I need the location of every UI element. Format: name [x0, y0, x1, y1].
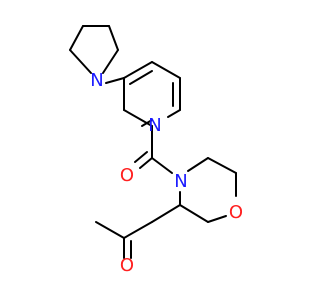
bond: [151, 204, 181, 223]
bond: [151, 157, 173, 174]
bond: [123, 221, 153, 239]
atom-o-morpholine: O: [229, 202, 243, 223]
bond: [69, 49, 92, 74]
morpholine-ring: [179, 157, 237, 223]
atom-n-morpholine: N: [174, 171, 187, 192]
pyrrolidine-ring: [69, 25, 119, 74]
structure-diagram: N N O N O O: [0, 0, 300, 300]
atom-labels: N N O N O O: [90, 70, 243, 276]
molecule-canvas: N N O N O O: [0, 0, 300, 300]
propanone-chain: [95, 204, 181, 259]
bond: [151, 61, 181, 79]
bond: [207, 157, 237, 174]
bond: [123, 109, 153, 127]
bond: [108, 25, 119, 51]
atom-o-carbonyl: O: [120, 165, 134, 186]
bond: [102, 49, 119, 74]
atom-n-pyrrolidine: N: [90, 70, 103, 91]
bond: [207, 215, 227, 223]
bond: [167, 109, 181, 118]
bond: [139, 157, 153, 169]
bond: [179, 204, 209, 223]
atom-n-pyridine: N: [148, 115, 161, 136]
background: [0, 0, 300, 300]
bond: [95, 221, 125, 239]
pyridine-ring: [123, 61, 181, 127]
bond: [105, 77, 125, 84]
bond: [123, 61, 153, 79]
bond: [69, 25, 84, 51]
amide-carbonyl: [134, 125, 173, 174]
atom-o-ketone: O: [120, 255, 134, 276]
bond: [187, 157, 209, 172]
bond: [134, 151, 148, 163]
bond: [129, 70, 153, 85]
